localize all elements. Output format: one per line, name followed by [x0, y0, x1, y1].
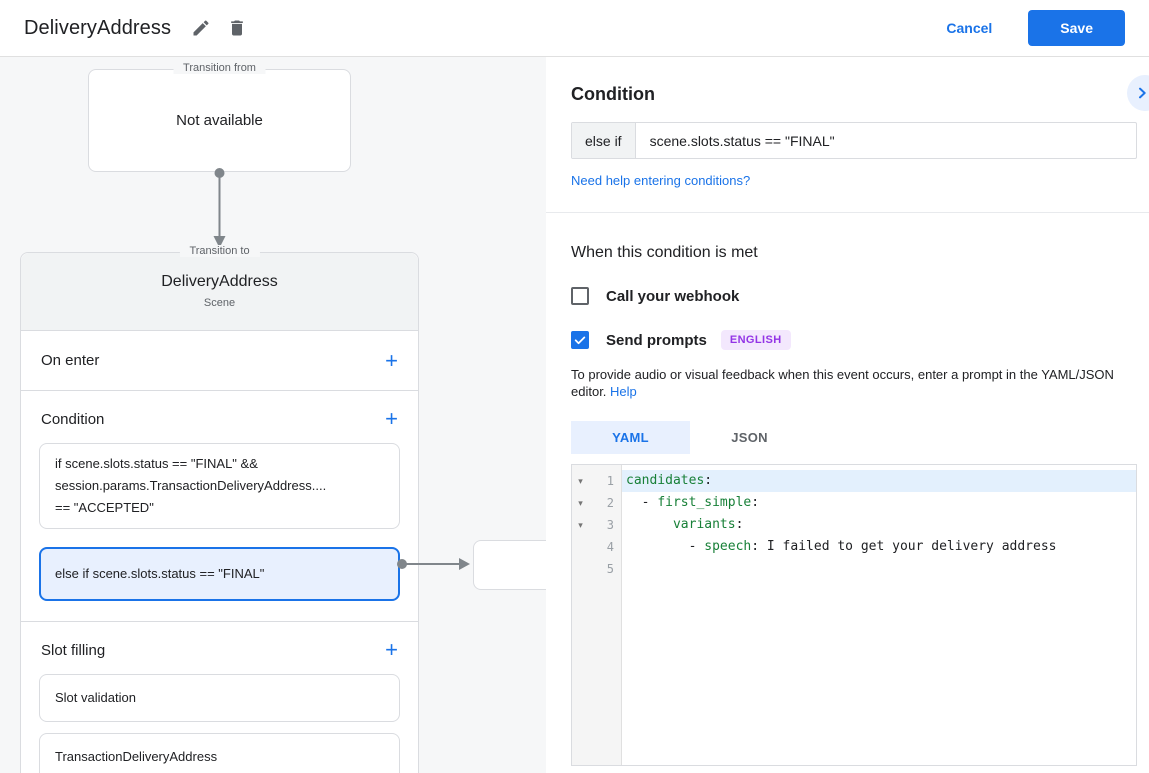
yaml-text: : I failed to get your delivery address — [751, 539, 1057, 554]
prompts-checkbox[interactable] — [571, 331, 589, 349]
scene-card: Transition to DeliveryAddress Scene On e… — [20, 245, 419, 773]
yaml-text: - — [626, 495, 658, 510]
tab-json[interactable]: JSON — [731, 430, 768, 445]
else-if-connector — [397, 558, 470, 570]
slot-validation-box[interactable]: Slot validation — [39, 674, 400, 722]
trash-icon — [231, 20, 243, 36]
gutter-line[interactable]: ▾3 — [572, 514, 621, 536]
gutter-line[interactable]: ▾2 — [572, 492, 621, 514]
webhook-row: Call your webhook — [571, 287, 1137, 305]
scene-flow-diagram: Transition from Not available Transition… — [0, 57, 546, 773]
chevron-right-icon — [1139, 87, 1146, 99]
transition-from-node[interactable]: Transition from Not available — [88, 62, 351, 172]
pencil-icon — [193, 20, 209, 36]
main-content: Transition from Not available Transition… — [0, 57, 1149, 773]
condition-input-row: else if — [571, 122, 1137, 159]
condition-else-if-box[interactable]: else if scene.slots.status == "FINAL" — [39, 547, 400, 601]
language-badge: ENGLISH — [720, 330, 791, 350]
code-line[interactable]: variants: — [622, 514, 1136, 536]
code-line[interactable]: candidates: — [622, 470, 1136, 492]
slot-filling-section: Slot filling + Slot validation Transacti… — [21, 622, 418, 773]
yaml-text: : — [735, 517, 744, 532]
line-number: 1 — [606, 474, 614, 488]
help-link[interactable]: Help — [610, 384, 637, 399]
gutter-line[interactable]: 5 — [572, 558, 621, 580]
add-condition-button[interactable]: + — [385, 406, 398, 431]
gutter-line[interactable]: ▾1 — [572, 470, 621, 492]
code-line[interactable]: - first_simple: — [622, 492, 1136, 514]
send-prompts-row: Send prompts ENGLISH — [571, 330, 1137, 350]
condition-if-box[interactable]: if scene.slots.status == "FINAL" && sess… — [39, 443, 400, 529]
transition-to-legend: Transition to — [179, 245, 260, 257]
code-lines[interactable]: candidates: - first_simple: variants: - … — [622, 465, 1136, 765]
fold-arrow-icon[interactable]: ▾ — [578, 519, 583, 530]
yaml-text: : — [704, 473, 713, 488]
yaml-key: variants — [672, 517, 736, 532]
condition-section: Condition + if scene.slots.status == "FI… — [21, 391, 418, 622]
collapse-panel-button[interactable] — [1127, 75, 1149, 111]
fold-arrow-icon[interactable]: ▾ — [578, 475, 583, 486]
send-prompts-label: Send prompts — [606, 331, 707, 349]
slot-transaction-box[interactable]: TransactionDeliveryAddress — [39, 733, 400, 773]
edit-title-button[interactable] — [183, 10, 219, 46]
on-enter-row[interactable]: On enter + — [21, 331, 418, 391]
save-button[interactable]: Save — [1028, 10, 1125, 46]
condition-help-link[interactable]: Need help entering conditions? — [571, 173, 751, 188]
condition-editor-panel: Condition else if Need help entering con… — [546, 57, 1149, 773]
scene-type-label: Scene — [203, 297, 236, 309]
webhook-label: Call your webhook — [606, 287, 740, 305]
editor-hint-text: To provide audio or visual feedback when… — [571, 367, 1114, 399]
yaml-text: : — [751, 495, 760, 510]
cancel-button[interactable]: Cancel — [946, 20, 993, 36]
panel-title: Condition — [571, 84, 655, 104]
transition-from-legend: Transition from — [173, 62, 266, 74]
condition-input[interactable] — [635, 123, 1136, 158]
fold-arrow-icon[interactable]: ▾ — [578, 497, 583, 508]
line-number: 5 — [606, 562, 614, 576]
editor-format-tabs: YAML JSON — [571, 421, 1137, 454]
topbar: DeliveryAddress Cancel Save — [0, 0, 1149, 57]
condition-prefix-label: else if — [572, 123, 636, 158]
tab-yaml[interactable]: YAML — [571, 421, 690, 454]
transition-from-text: Not available — [176, 112, 263, 129]
line-number: 2 — [606, 496, 614, 510]
scene-name: DeliveryAddress — [161, 273, 278, 290]
editor-hint: To provide audio or visual feedback when… — [571, 366, 1137, 400]
when-condition-heading: When this condition is met — [571, 244, 758, 261]
on-enter-label: On enter — [41, 352, 100, 369]
line-number: 4 — [606, 540, 614, 554]
add-slot-button[interactable]: + — [385, 637, 398, 662]
line-number: 3 — [606, 518, 614, 532]
yaml-text — [626, 517, 673, 532]
code-line[interactable]: - speech: I failed to get your delivery … — [622, 536, 1136, 558]
code-line[interactable] — [622, 558, 1136, 580]
yaml-key: candidates — [626, 473, 705, 488]
condition-section-label: Condition — [41, 410, 105, 428]
add-on-enter-button[interactable]: + — [385, 347, 398, 373]
webhook-checkbox[interactable] — [571, 287, 589, 305]
slot-filling-label: Slot filling — [41, 641, 106, 659]
yaml-text: - — [626, 539, 705, 554]
scene-card-header[interactable]: Transition to DeliveryAddress Scene — [21, 245, 418, 331]
transition-target-node[interactable] — [473, 540, 546, 590]
page-title: DeliveryAddress — [24, 16, 172, 39]
delete-scene-button[interactable] — [219, 10, 255, 46]
yaml-key: speech — [704, 539, 752, 554]
panel-divider — [546, 212, 1149, 213]
gutter-line[interactable]: 4 — [572, 536, 621, 558]
yaml-key: first_simple — [657, 495, 752, 510]
checkmark-icon — [574, 336, 586, 345]
down-arrow-connector — [213, 168, 226, 248]
